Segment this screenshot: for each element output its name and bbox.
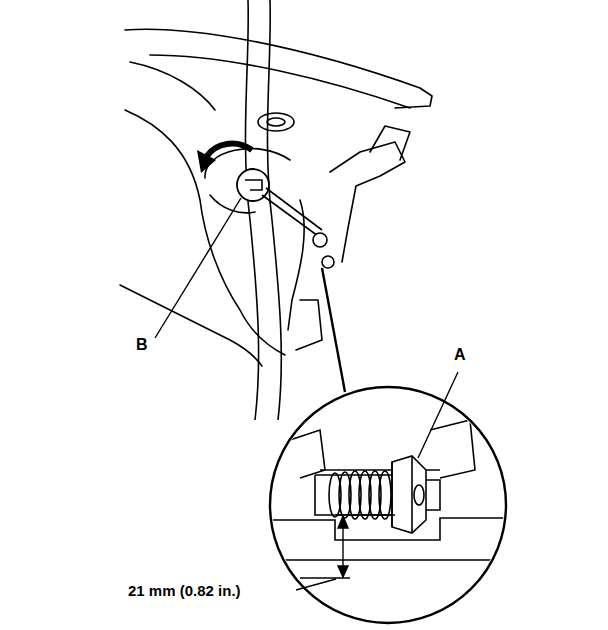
grommet <box>258 113 294 131</box>
frame-part <box>290 430 325 478</box>
latch-tab <box>370 126 410 160</box>
thread <box>379 471 391 519</box>
bolt <box>313 233 327 247</box>
cable-line <box>245 0 258 420</box>
panel-line <box>120 285 262 366</box>
cable-link <box>262 188 322 236</box>
panel-edge <box>125 29 432 108</box>
cylinder-body <box>315 475 395 515</box>
extension-line <box>336 514 395 515</box>
panel-line <box>150 55 410 108</box>
frame-rail <box>270 518 510 540</box>
latch-bracket <box>330 142 405 262</box>
dimension-leader <box>296 579 336 590</box>
panel-line <box>125 110 285 355</box>
release-cable <box>245 0 281 420</box>
turn-arrow <box>197 144 252 173</box>
leader-line <box>155 198 241 338</box>
zoom-circle <box>270 387 506 623</box>
nut-facet <box>392 456 412 533</box>
arrow-shaft <box>207 144 252 156</box>
cylinder-body <box>315 474 395 476</box>
callout-letter: A <box>452 346 468 364</box>
stud <box>426 480 440 510</box>
nut-hole <box>414 485 424 505</box>
cable-line <box>267 0 281 420</box>
arrow-head <box>197 150 216 173</box>
dimension-label: 21 mm (0.82 in.) <box>126 582 243 599</box>
dimension <box>296 515 395 590</box>
callout-letter: B <box>134 336 150 354</box>
part-b <box>237 169 334 268</box>
grommet <box>267 118 285 126</box>
cable-hook <box>245 180 262 190</box>
leader-line <box>418 372 458 458</box>
zoom-leader <box>322 268 345 392</box>
leaders <box>155 198 458 458</box>
adjuster-nut <box>392 456 426 533</box>
panel-line <box>296 300 322 350</box>
adjuster-detail <box>270 420 510 560</box>
body-panel <box>120 29 432 366</box>
bolt <box>322 256 334 268</box>
dimension-arrowheads <box>338 516 348 577</box>
panel-line <box>130 62 215 110</box>
frame-rail <box>270 559 510 561</box>
